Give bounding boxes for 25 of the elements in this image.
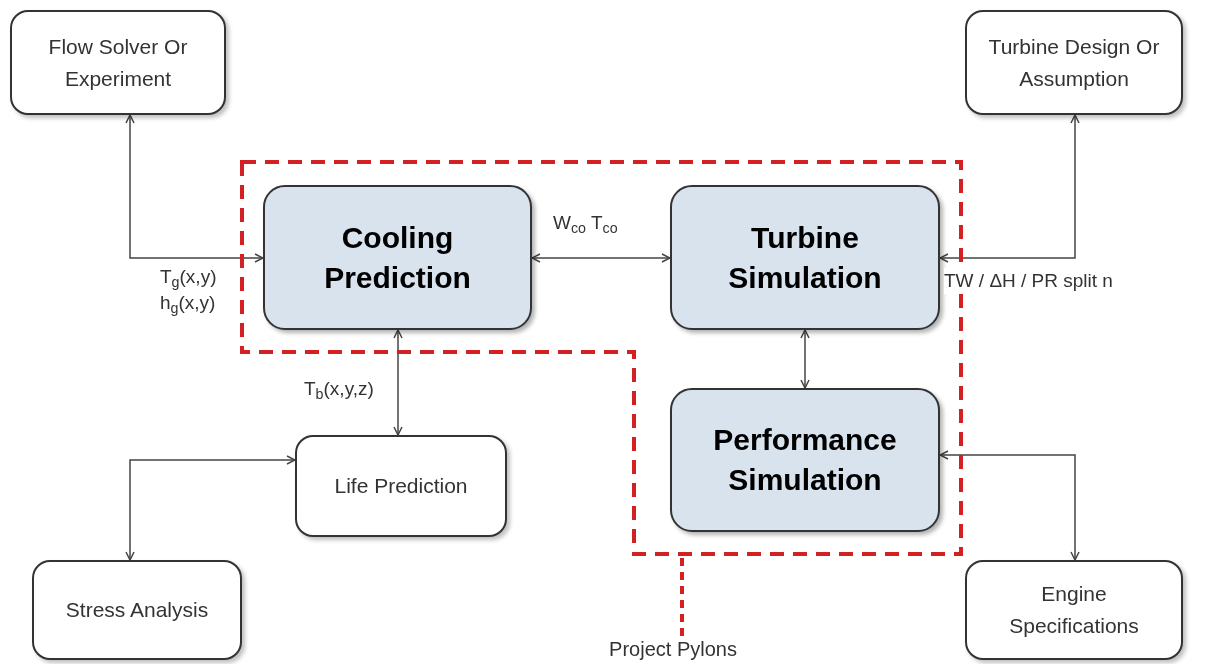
box-text: Flow Solver Or Experiment — [47, 33, 189, 92]
arrow — [939, 450, 1080, 561]
arrow — [531, 253, 671, 263]
module-box — [295, 435, 507, 537]
leader-line — [680, 556, 684, 636]
process-box — [670, 388, 940, 532]
process-box — [670, 185, 940, 330]
module-box — [10, 10, 226, 115]
arrow — [939, 114, 1080, 263]
arrow — [125, 455, 296, 561]
box-text: Engine Specifications — [1008, 581, 1140, 639]
module-box — [965, 560, 1183, 660]
arrow — [125, 114, 264, 263]
process-box — [263, 185, 532, 330]
box-text: Cooling Prediction — [323, 219, 472, 296]
box-text: Life Prediction — [334, 473, 468, 499]
arrow — [800, 329, 810, 389]
box-text: Stress Analysis — [65, 597, 209, 623]
region-label: Project Pylons — [588, 636, 758, 662]
module-box — [32, 560, 242, 660]
box-text: Performance Simulation — [712, 422, 898, 498]
module-box — [965, 10, 1183, 115]
box-text: Turbine Simulation — [727, 219, 883, 296]
box-text: Turbine Design Or Assumption — [987, 33, 1161, 92]
arrow — [393, 329, 403, 436]
